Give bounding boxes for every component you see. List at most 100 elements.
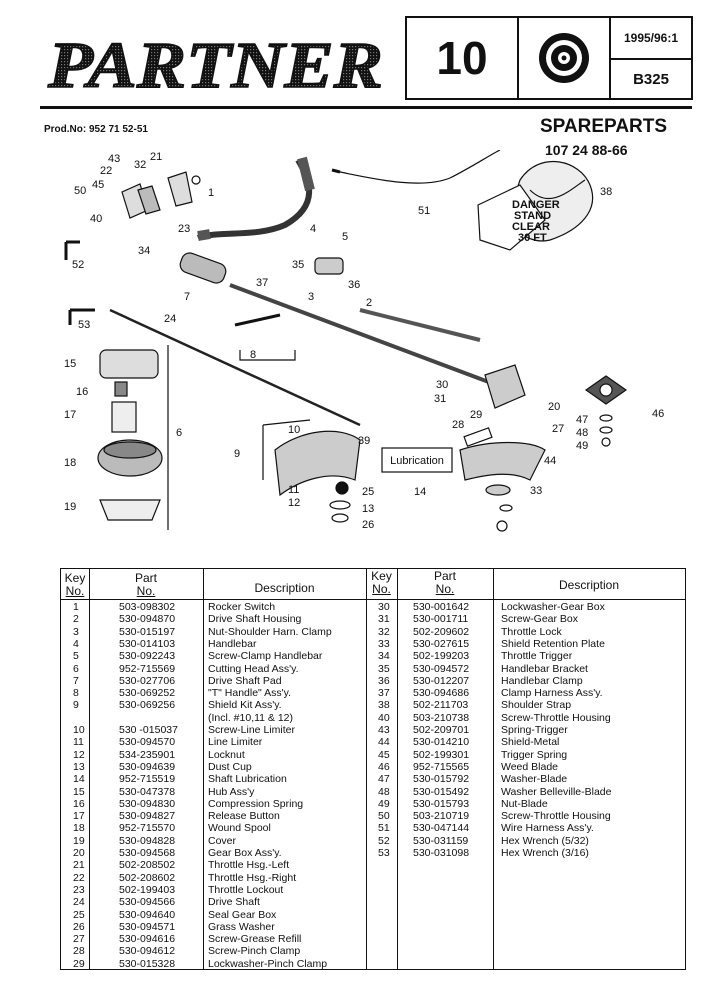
callout-11: 11 (288, 484, 299, 496)
key-cell: 25 (73, 908, 85, 921)
part-number-cell: 502-209602 (413, 625, 470, 638)
key-cell: 53 (378, 847, 390, 859)
key-cell: 21 (73, 859, 85, 872)
part-number-cell: 530-094870 (119, 613, 176, 626)
callout-18: 18 (64, 457, 76, 469)
warning-line-3: CLEAR (512, 221, 550, 233)
product-number: Prod.No: 952 71 52-51 (44, 124, 148, 135)
part-number-cell: 530-069256 (119, 699, 176, 712)
key-cell: 50 (378, 810, 390, 823)
key-cell: 5 (73, 650, 79, 663)
key-cell: 45 (378, 748, 390, 761)
part-number-cell: 530-092243 (119, 650, 176, 663)
key-cell: 52 (378, 834, 390, 847)
part-number-cell: 530-094830 (119, 797, 176, 810)
key-cell: 28 (73, 945, 85, 958)
description-cell: Lockwasher-Gear Box (501, 601, 605, 613)
callout-27: 27 (552, 423, 564, 435)
key-cell: 16 (73, 797, 85, 810)
partner-logo: PARTNER (46, 28, 384, 95)
warning-line-4: 30 FT (518, 232, 547, 244)
part-number-cell: 530-094828 (119, 834, 176, 847)
part-number-cell: 530-094686 (413, 687, 470, 700)
key-cell: 24 (73, 896, 85, 909)
part-number-cell: 502-211703 (413, 699, 469, 712)
key-cell: 3 (73, 625, 79, 638)
description-cell: Nut-Shoulder Harn. Clamp (208, 625, 332, 638)
key-cell: 8 (73, 687, 79, 700)
part-number-cell: 502-199203 (413, 650, 470, 663)
page-title: SPAREPARTS (540, 116, 668, 137)
callout-9: 9 (234, 448, 240, 460)
description-cell: Compression Spring (208, 797, 304, 810)
description-cell: Shield Retention Plate (501, 637, 605, 650)
description-cell: Cover (208, 834, 237, 847)
description-cell: Drive Shaft Pad (208, 674, 282, 687)
key-cell: 43 (378, 724, 390, 736)
description-cell: Wire Harness Ass'y. (501, 822, 594, 835)
table-row: 5 530-092243 Screw-Clamp Handlebar (61, 650, 685, 662)
key-cell: 13 (73, 760, 85, 773)
callout-16: 16 (76, 386, 88, 398)
description-cell: Dust Cup (208, 760, 252, 773)
key-cell: 29 (73, 957, 85, 970)
callout-39: 39 (358, 435, 370, 447)
part-number-cell: 530-027615 (413, 637, 470, 650)
callout-36: 36 (348, 279, 360, 291)
description-cell: Screw-Grease Refill (208, 933, 302, 946)
part-number-cell: 530 -015037 (119, 724, 178, 736)
callout-21: 21 (150, 151, 162, 163)
description-cell: Clamp Harness Ass'y. (501, 687, 603, 700)
description-cell: Throttle Hsg.-Right (208, 871, 297, 884)
key-cell: 51 (378, 822, 390, 835)
callout-45: 45 (92, 179, 104, 191)
callout-15: 15 (64, 358, 76, 370)
key-cell: 26 (73, 920, 85, 933)
description-cell: Screw-Throttle Housing (501, 810, 611, 823)
description-cell: Throttle Lockout (208, 883, 284, 896)
callout-44: 44 (544, 455, 556, 467)
callout-26: 26 (362, 519, 374, 531)
callout-48: 48 (576, 427, 588, 439)
callout-3: 3 (308, 291, 314, 303)
description-cell: Shaft Lubrication (208, 773, 287, 786)
key-cell: 40 (378, 711, 390, 724)
part-number-cell: 530-094570 (119, 736, 176, 749)
callout-49: 49 (576, 440, 588, 452)
key-cell: 34 (378, 650, 390, 663)
lubrication-label: Lubrication (390, 455, 444, 467)
part-number-cell: 530-001711 (413, 613, 469, 626)
part-number-cell: 502-209701 (413, 724, 470, 736)
description-cell: Washer-Blade (501, 773, 568, 786)
description-cell: Wound Spool (208, 822, 271, 835)
part-number-cell: 530-015492 (413, 785, 470, 798)
description-cell: Screw-Throttle Housing (501, 711, 611, 724)
key-cell: 15 (73, 785, 85, 798)
key-cell: 14 (73, 773, 85, 786)
callout-6: 6 (176, 427, 182, 439)
description-cell: Release Button (208, 810, 280, 823)
header-description: Description (254, 581, 315, 595)
description-cell: Gear Box Ass'y. (208, 847, 282, 859)
description-cell: Screw-Gear Box (501, 613, 579, 626)
table-row: (Incl. #10,11 & 12) (61, 712, 685, 724)
callout-13: 13 (362, 503, 374, 515)
description-cell: Screw-Clamp Handlebar (208, 650, 323, 663)
callout-14: 14 (414, 486, 426, 498)
callout-38: 38 (600, 186, 612, 198)
